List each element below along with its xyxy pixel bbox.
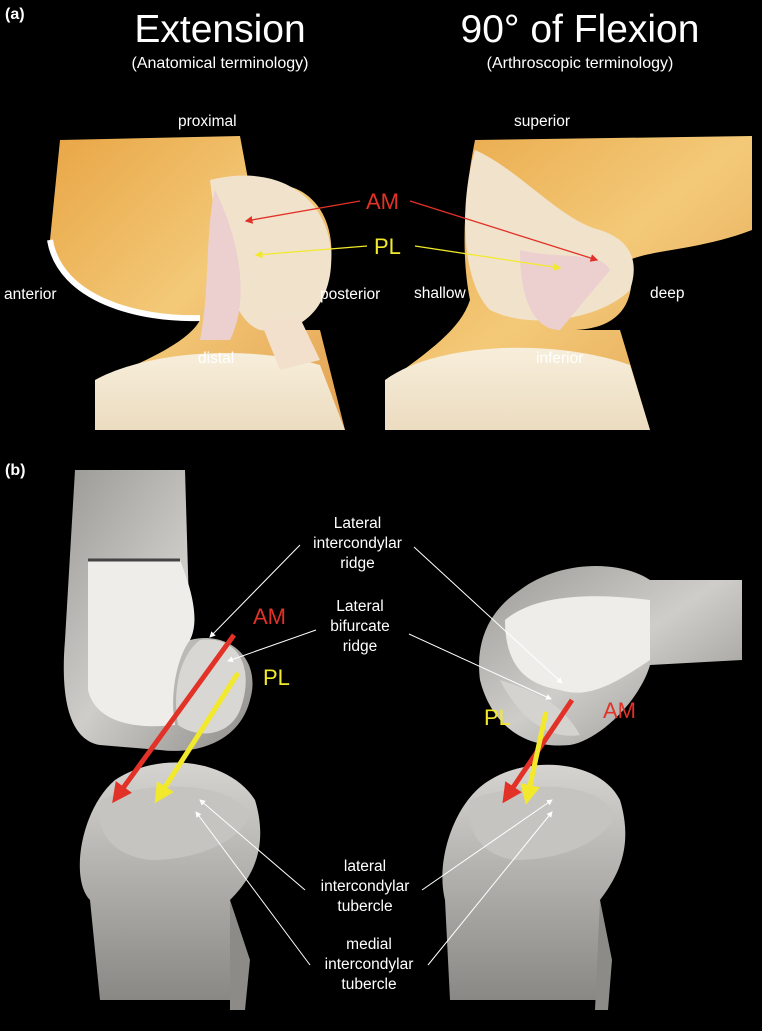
direction-superior: superior [514,113,570,130]
am-bundle-label: AM [366,189,399,214]
direction-deep: deep [650,285,685,302]
lateral-intercondylar-ridge-label: Lateral intercondylar ridge [313,515,402,572]
flexion-knee-photo [385,136,752,430]
flexion-tibia-3d [442,764,626,1010]
direction-proximal: proximal [178,113,237,130]
extension-knee-photo [47,136,345,430]
lateral-bifurcate-ridge-label: Lateral bifurcate ridge [330,598,390,655]
flexion-subtitle: (Arthroscopic terminology) [486,55,674,72]
lateral-intercondylar-tubercle-label: lateral intercondylar tubercle [320,858,410,915]
panel-b-label: (b) [5,462,26,479]
medial-intercondylar-tubercle-label: medial intercondylar tubercle [324,936,414,993]
pl-label-flexion: PL [484,705,511,730]
direction-inferior: inferior [536,350,584,367]
pl-leader-left [254,245,368,259]
am-label-extension: AM [253,604,286,629]
extension-title: Extension [134,8,306,51]
direction-distal: distal [198,350,235,367]
am-leader-left [244,200,361,224]
extension-subtitle: (Anatomical terminology) [131,55,309,72]
pl-arrow-flexion [520,711,549,805]
direction-anterior: anterior [4,286,57,303]
panel-a-label: (a) [5,6,25,23]
direction-posterior: posterior [320,286,381,303]
pl-bundle-label: PL [374,234,401,259]
pl-leader-right [414,245,562,271]
pl-arrow-extension [154,671,241,804]
extension-tibia-3d [79,762,261,1010]
extension-femur-3d [63,470,253,751]
am-label-flexion: AM [603,698,636,723]
direction-shallow: shallow [414,285,466,302]
flexion-title: 90° of Flexion [460,8,700,51]
am-leader-right [409,200,599,262]
pl-label-extension: PL [263,665,290,690]
am-arrow-extension [112,633,237,804]
